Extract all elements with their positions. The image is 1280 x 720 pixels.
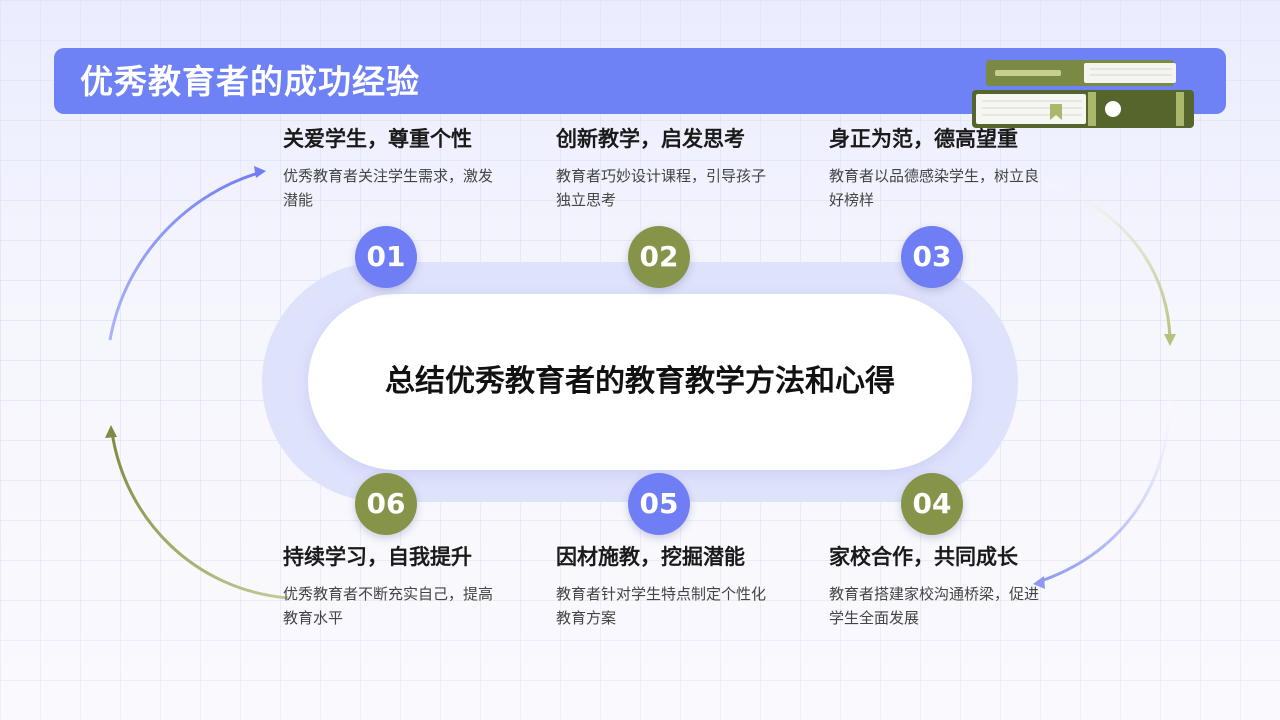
center-summary: 总结优秀教育者的教育教学方法和心得 (308, 294, 972, 470)
item-05-title: 因材施教，挖掘潜能 (556, 542, 796, 572)
item-01-title: 关爱学生，尊重个性 (283, 124, 523, 154)
badge-04: 04 (901, 473, 963, 535)
badge-03: 03 (901, 226, 963, 288)
item-06-title: 持续学习，自我提升 (283, 542, 523, 572)
item-04-desc: 教育者搭建家校沟通桥梁，促进学生全面发展 (829, 582, 1051, 630)
item-03-title: 身正为范，德高望重 (829, 124, 1069, 154)
item-03-desc: 教育者以品德感染学生，树立良好榜样 (829, 164, 1051, 212)
item-06-desc: 优秀教育者不断充实自己，提高教育水平 (283, 582, 505, 630)
badge-01: 01 (355, 226, 417, 288)
item-05-desc: 教育者针对学生特点制定个性化教育方案 (556, 582, 778, 630)
item-01-desc: 优秀教育者关注学生需求，激发潜能 (283, 164, 505, 212)
item-02-desc: 教育者巧妙设计课程，引导孩子独立思考 (556, 164, 778, 212)
badge-02: 02 (628, 226, 690, 288)
item-04-title: 家校合作，共同成长 (829, 542, 1069, 572)
item-02-title: 创新教学，启发思考 (556, 124, 796, 154)
badge-05: 05 (628, 473, 690, 535)
badge-06: 06 (355, 473, 417, 535)
